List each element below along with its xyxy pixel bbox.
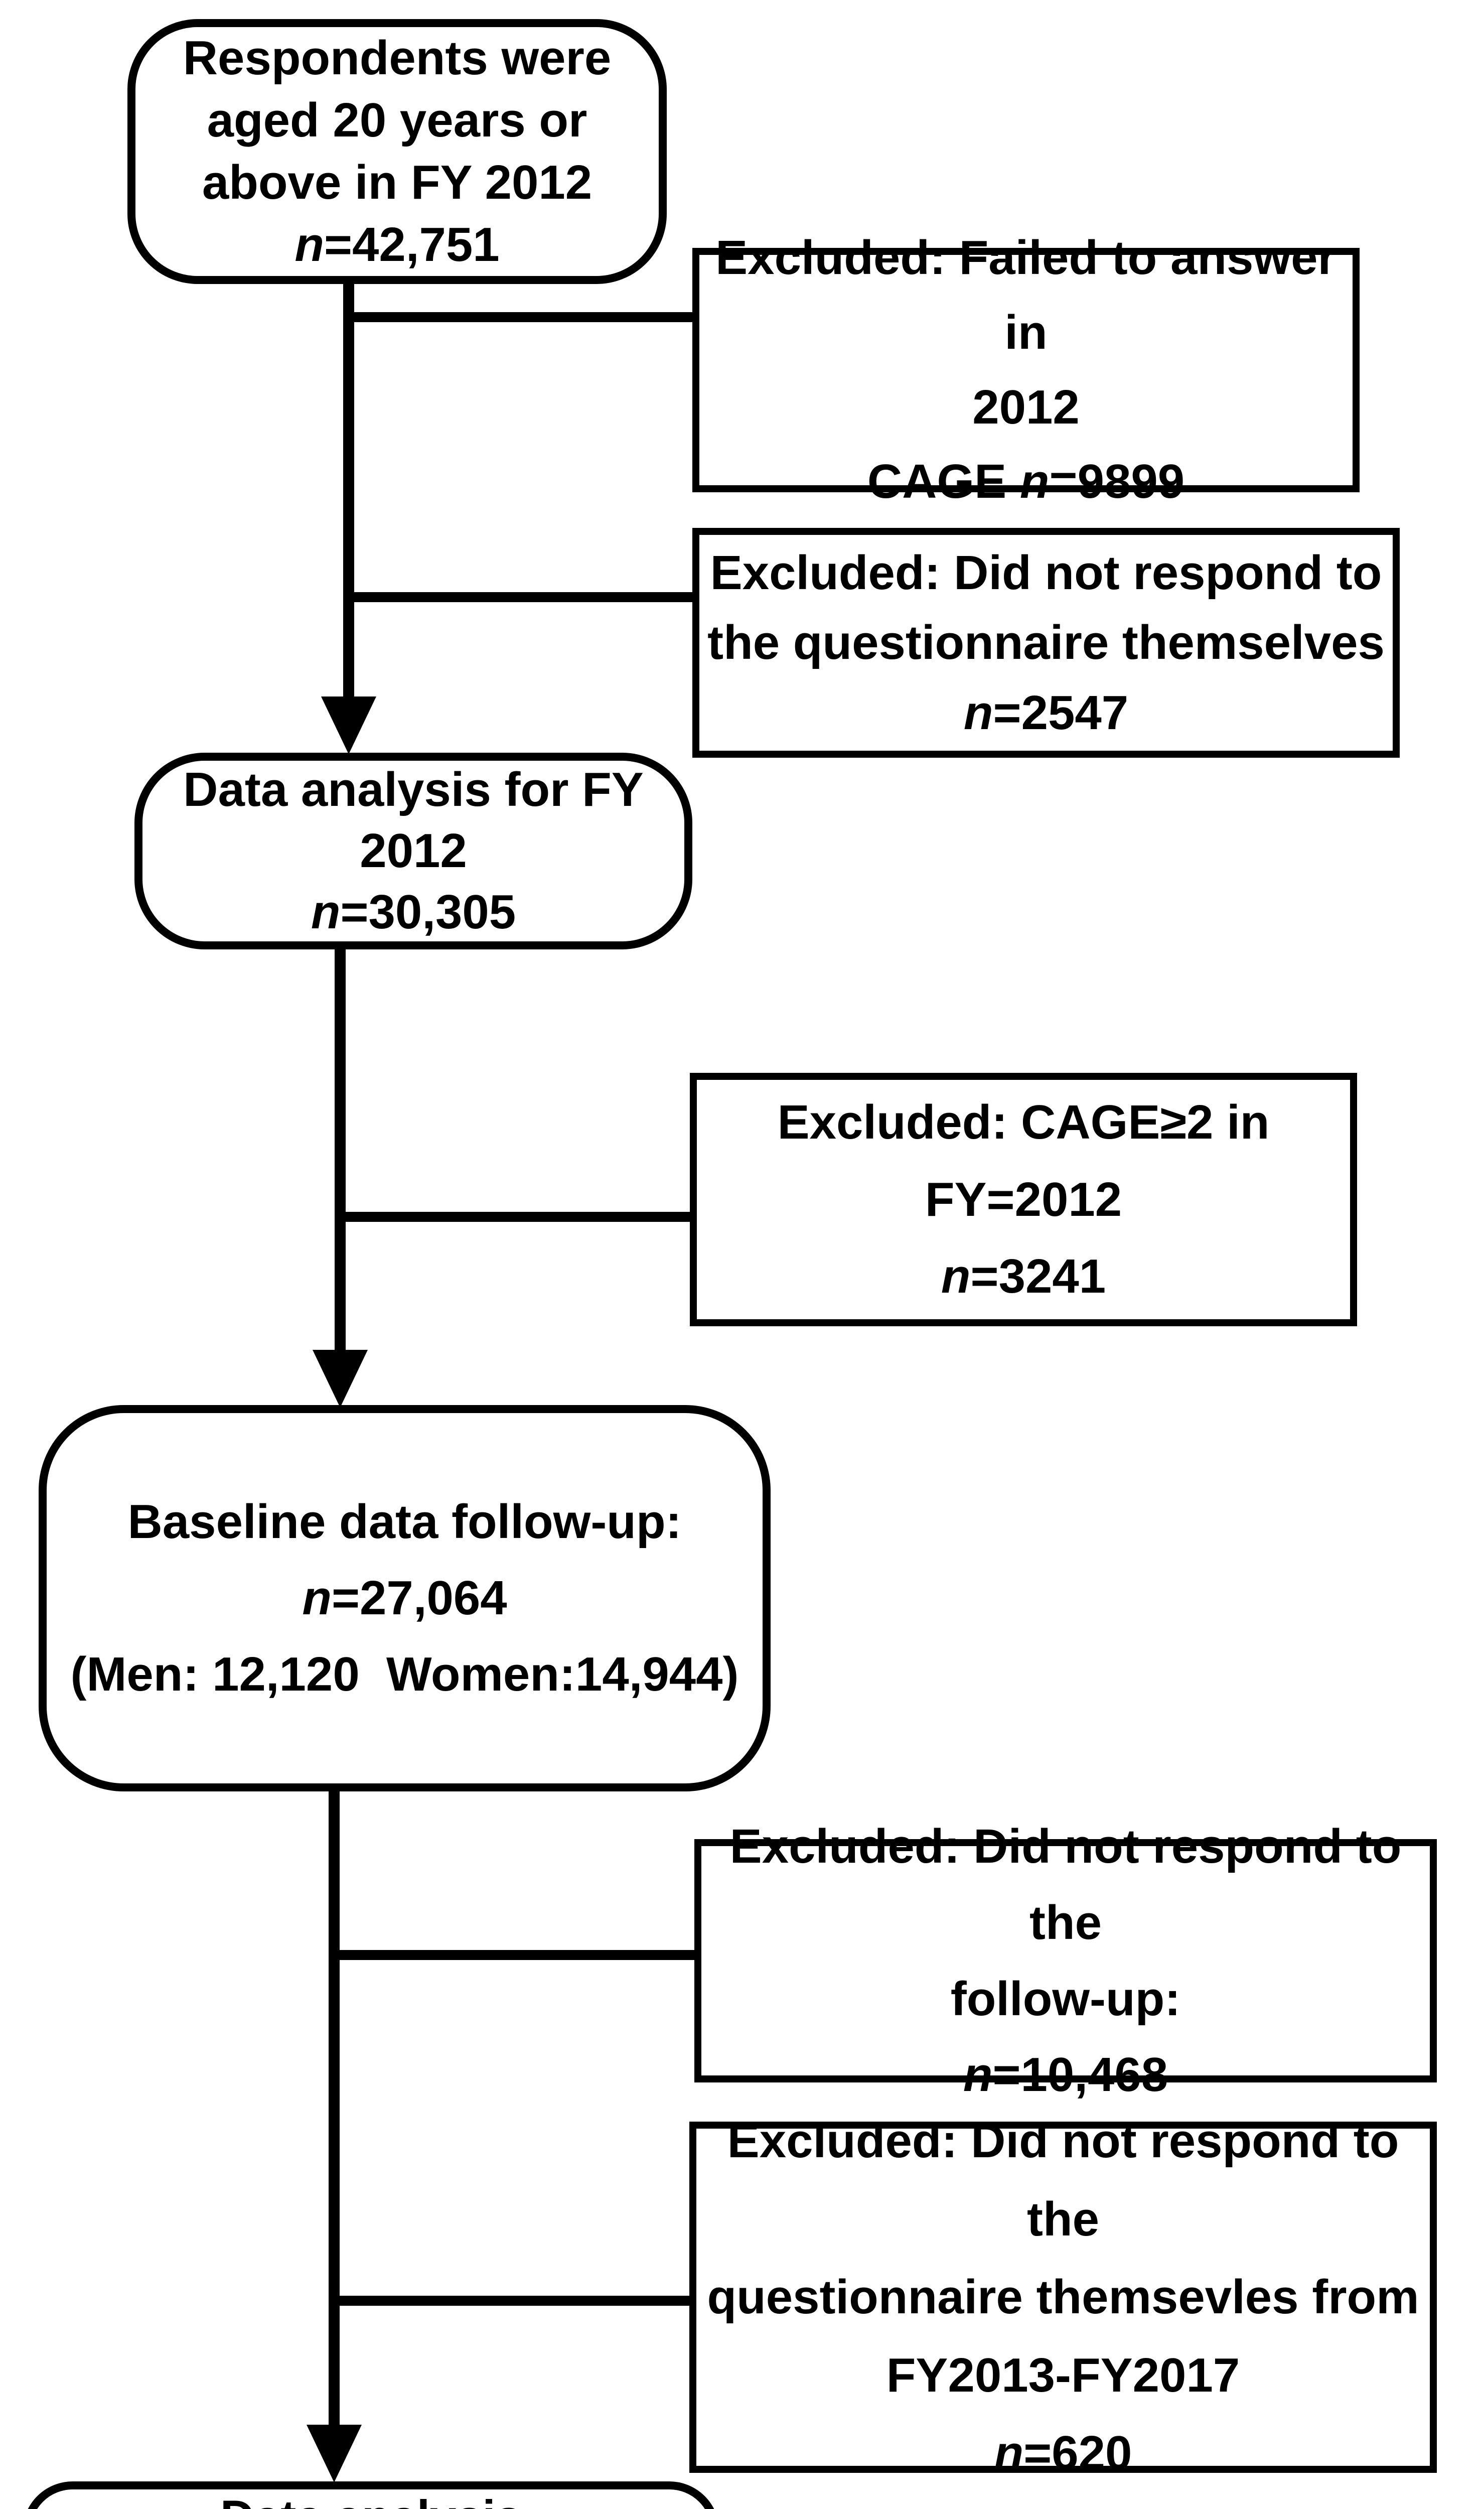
n-prefix: CAGE — [867, 455, 1020, 509]
branch-line-excluded-not-self-2013-2017 — [334, 2296, 690, 2306]
excluded-failed-cage-box: Excluded: Failed to answer in 2012 CAGE … — [692, 231, 1360, 508]
arrow-down-icon — [307, 2425, 362, 2482]
n-value: =3241 — [970, 1249, 1106, 1304]
text-line: above in FY 2012 — [202, 156, 592, 209]
sex-breakdown-line: (Men: 12,120 Women:14,944) — [70, 1647, 739, 1701]
arrow-down-icon — [313, 1350, 368, 1408]
final-analysis-box: Data analysis n=15,976 (Men: 9117 Women:… — [23, 2481, 719, 2509]
text-line: FY2013-FY2017 — [886, 2348, 1240, 2402]
arrow-down-icon — [321, 696, 376, 754]
sample-size-line: n=27,064 — [302, 1560, 507, 1636]
n-value: =2547 — [993, 685, 1129, 740]
sample-size-line: n=620 — [994, 2414, 1132, 2492]
text-line: aged 20 years or — [207, 93, 587, 148]
n-symbol: n — [311, 885, 341, 939]
text-line: FY=2012 — [925, 1172, 1122, 1226]
branch-line-excluded-no-followup — [334, 1950, 695, 1960]
text-line: Excluded: Did not respond to — [710, 546, 1382, 600]
text-line: Baseline data follow-up: — [127, 1495, 682, 1549]
n-symbol: n — [941, 1249, 971, 1304]
sample-size-line: n=2547 — [964, 678, 1128, 748]
excluded-not-self-box: Excluded: Did not respond to the questio… — [692, 528, 1400, 758]
text-line: Data analysis for FY — [183, 763, 644, 817]
n-value: =9899 — [1049, 455, 1185, 509]
sample-size-line: n=42,751 — [294, 214, 499, 276]
n-symbol: n — [994, 2426, 1024, 2480]
excluded-no-followup-box: Excluded: Did not respond to the follow-… — [694, 1820, 1437, 2102]
n-value: =27,064 — [331, 1571, 507, 1625]
branch-line-excluded-failed-cage — [349, 312, 695, 322]
text-line: Excluded: Did not respond to the — [727, 2114, 1412, 2246]
text-line: 2012 — [360, 824, 467, 878]
text-line: 2012 — [972, 380, 1080, 434]
sample-size-line: n=3241 — [941, 1238, 1106, 1315]
text-line: the questionnaire themselves — [707, 616, 1385, 670]
n-symbol: n — [963, 685, 993, 740]
sample-size-line: CAGE n=9899 — [867, 445, 1184, 519]
flow-line-top — [343, 283, 354, 700]
n-value: =42,751 — [324, 217, 500, 271]
sample-size-line: n=10,468 — [963, 2037, 1168, 2113]
n-value: =620 — [1023, 2426, 1132, 2480]
text-line: Respondents were — [183, 31, 612, 85]
baseline-followup-box: Baseline data follow-up: n=27,064 (Men: … — [39, 1405, 771, 1791]
n-symbol: n — [963, 2048, 993, 2102]
excluded-not-self-2013-2017-box: Excluded: Did not respond to the questio… — [689, 2114, 1437, 2480]
branch-line-excluded-not-self — [349, 592, 695, 602]
n-symbol: n — [1019, 455, 1050, 509]
n-symbol: n — [302, 1571, 332, 1625]
text-line: questionnaire themsevles from — [707, 2270, 1419, 2324]
n-symbol: n — [294, 217, 324, 271]
fy2012-analysis-box: Data analysis for FY 2012 n=30,305 — [134, 753, 692, 949]
text-line: follow-up: — [950, 1972, 1181, 2026]
text-line: Excluded: CAGE≥2 in — [777, 1095, 1270, 1150]
flow-line-bottom — [329, 1791, 340, 2426]
text-line: Excluded: Failed to answer in — [715, 230, 1364, 359]
n-value: =30,305 — [340, 885, 516, 939]
text-line: Data analysis — [220, 2489, 522, 2509]
sample-size-line: n=30,305 — [311, 882, 516, 943]
text-line: Excluded: Did not respond to the — [729, 1820, 1415, 1949]
excluded-cage-ge2-box: Excluded: CAGE≥2 in FY=2012 n=3241 — [690, 1073, 1357, 1326]
respondents-box: Respondents were aged 20 years or above … — [127, 19, 667, 284]
branch-line-excluded-cage-ge2 — [340, 1212, 691, 1222]
n-value: =10,468 — [992, 2048, 1168, 2102]
flow-line-middle — [335, 949, 346, 1360]
